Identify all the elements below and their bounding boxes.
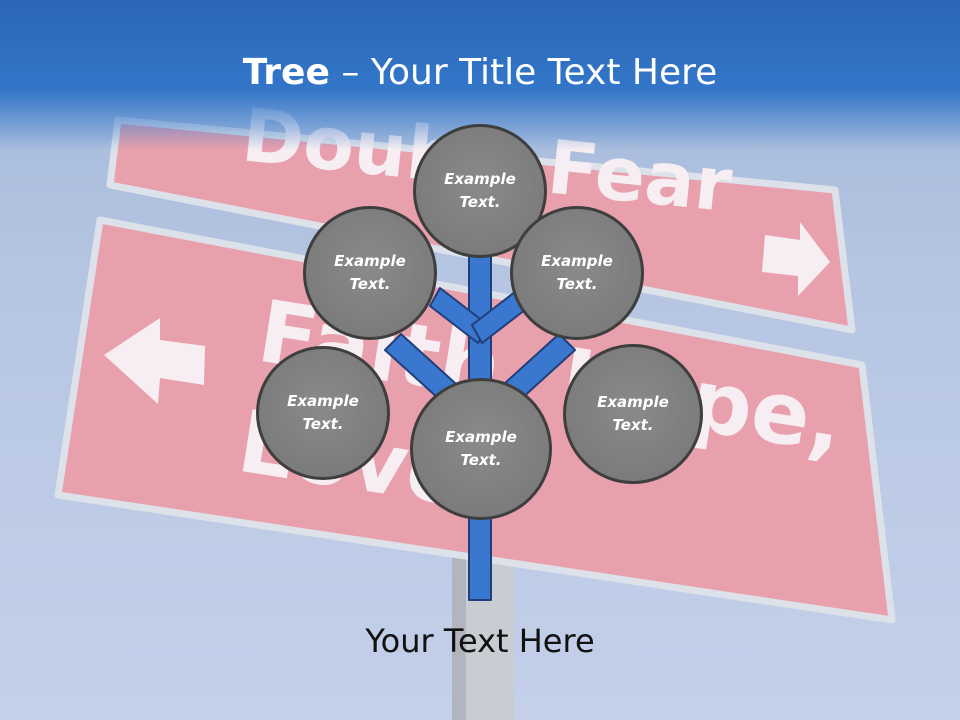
tree-node-center: Example Text. [410,378,552,520]
node-text-line1: Example [444,170,516,188]
node-text-line2: Text. [460,451,502,469]
node-text-line1: Example [334,252,406,270]
caption-text: Your Text Here [365,622,595,660]
left-arrow-icon [104,318,205,404]
title-rest: – Your Title Text Here [329,52,718,93]
node-text-line2: Text. [459,193,501,211]
node-text-line2: Text. [302,415,344,433]
node-text-line2: Text. [556,275,598,293]
node-text-line1: Example [597,393,669,411]
node-text-line2: Text. [612,416,654,434]
tree-node-upper-right: Example Text. [510,206,644,340]
tree-node-lower-right: Example Text. [563,344,703,484]
node-text-line1: Example [445,428,517,446]
tree-node-upper-left: Example Text. [303,206,437,340]
node-text-line2: Text. [349,275,391,293]
slide-title: Tree – Your Title Text Here [0,52,960,93]
node-text-line1: Example [541,252,613,270]
node-text-line1: Example [287,392,359,410]
title-bold: Tree [242,52,330,93]
tree-node-lower-left: Example Text. [256,346,390,480]
right-arrow-icon [762,222,830,296]
